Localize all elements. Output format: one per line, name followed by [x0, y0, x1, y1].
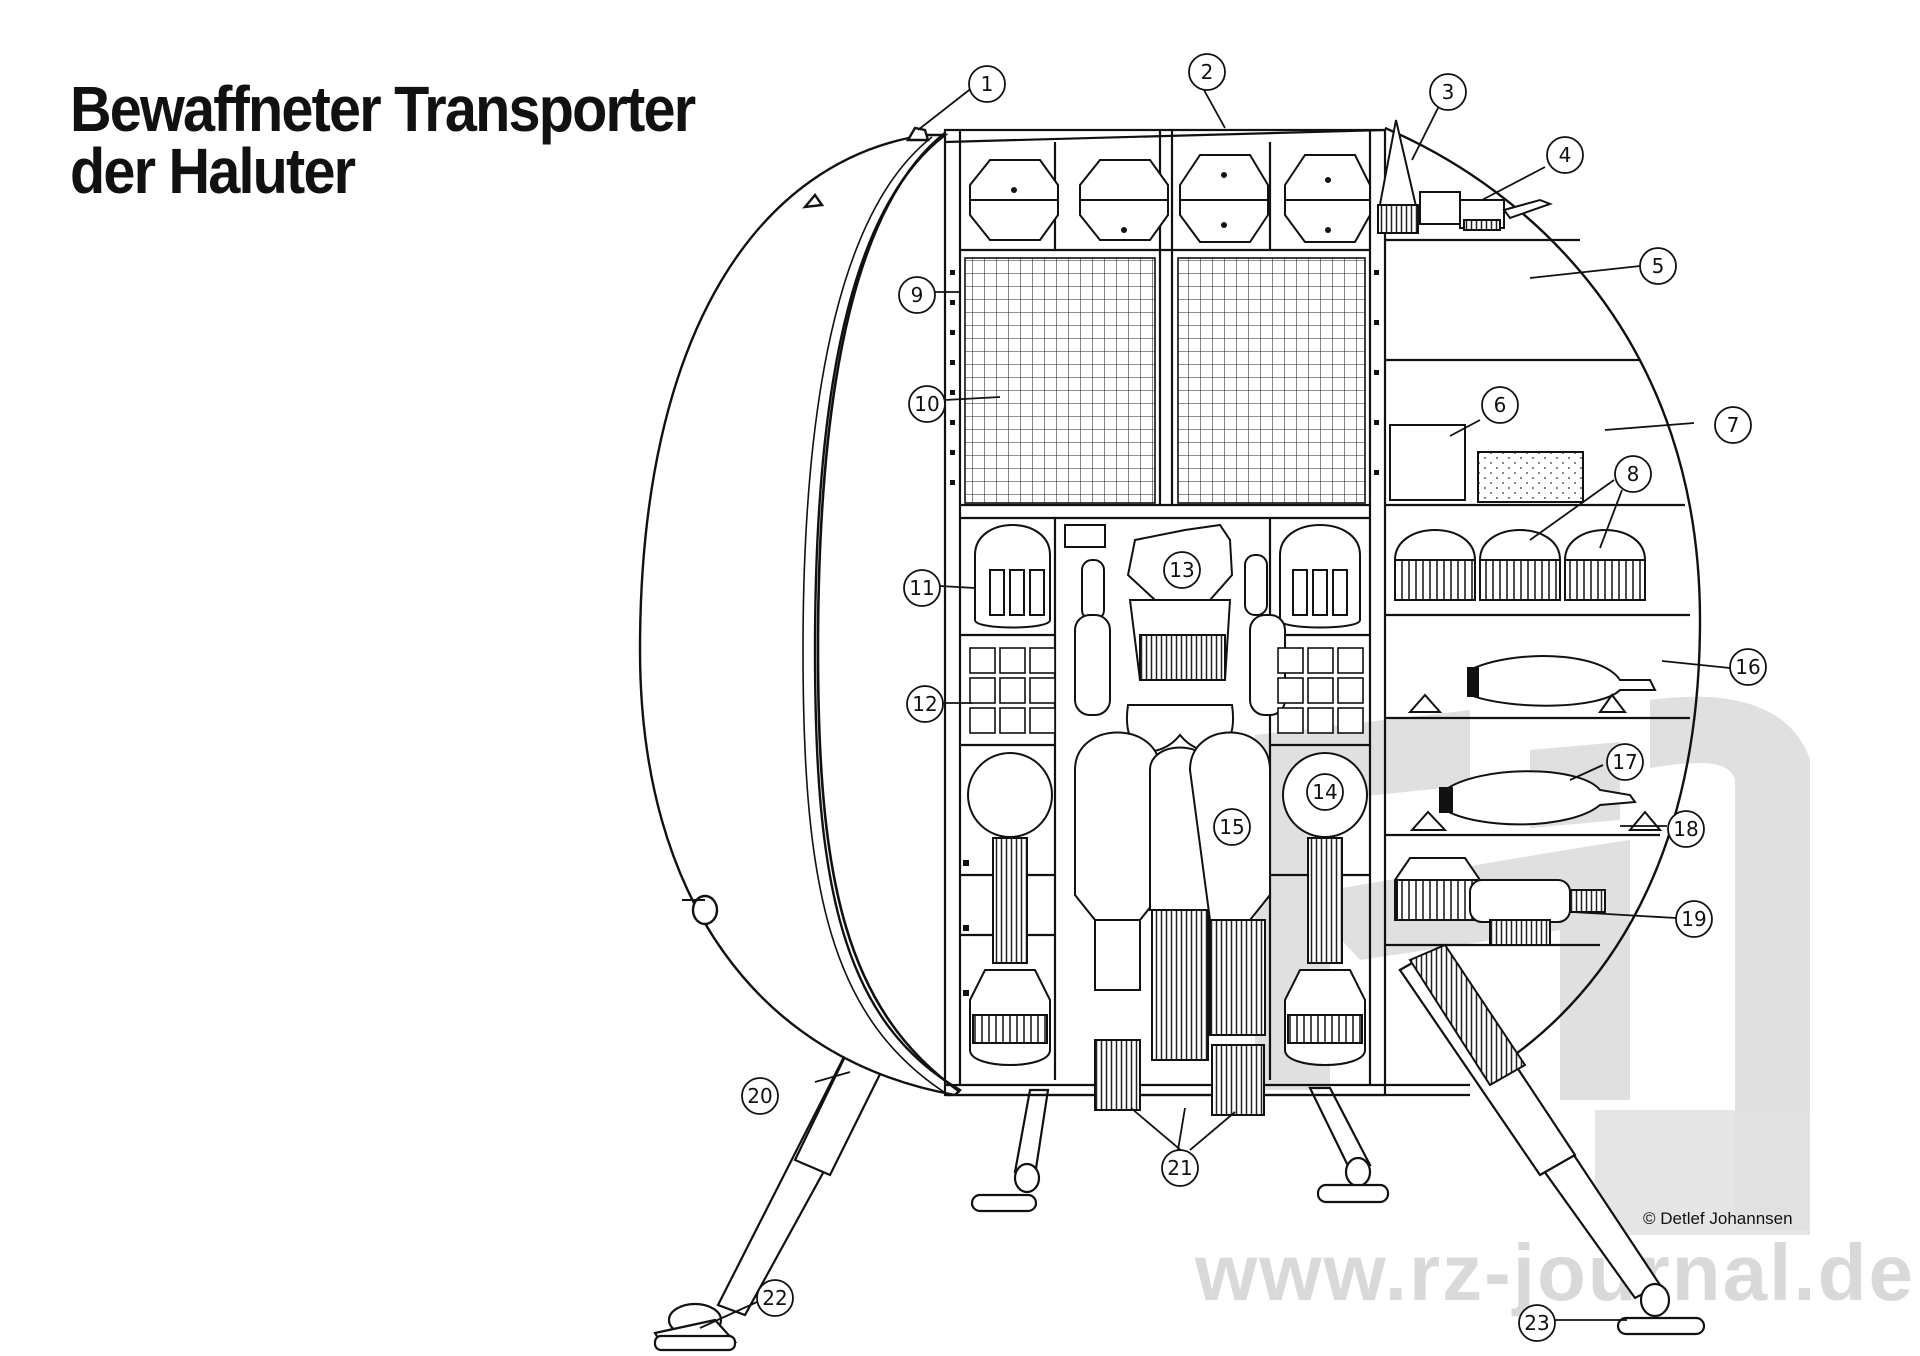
callout-14: 14: [1312, 780, 1337, 804]
callout-2: 2: [1201, 60, 1214, 84]
deck-gun: [1419, 191, 1553, 231]
callout-10: 10: [914, 392, 939, 416]
cargo-crates: [1389, 424, 1584, 503]
storage-rack-left: [964, 257, 1156, 504]
callout-6: 6: [1494, 393, 1507, 417]
fuel-tank-15: [1074, 731, 1271, 1116]
storage-rack-right: [1177, 257, 1366, 504]
diagram-title: Bewaffneter Transporter der Haluter: [70, 73, 696, 207]
pod-hatches: [1011, 172, 1331, 233]
callout-13: 13: [1169, 558, 1194, 582]
callout-18: 18: [1673, 817, 1698, 841]
sensor-cone: [1376, 119, 1420, 234]
ammo-boxes: [969, 647, 1364, 734]
callout-8: 8: [1627, 462, 1640, 486]
reactor-units: [1393, 529, 1647, 601]
hover-vehicles: [1407, 655, 1663, 831]
callout-21: 21: [1167, 1156, 1192, 1180]
callout-1: 1: [981, 72, 994, 96]
callout-22: 22: [762, 1286, 787, 1310]
callout-9: 9: [911, 283, 924, 307]
drive-unit: [1394, 857, 1606, 1087]
fuel-tank-14: [967, 752, 1368, 1066]
callout-12: 12: [912, 692, 937, 716]
callout-15: 15: [1219, 815, 1244, 839]
crew-pods: [969, 154, 1371, 243]
title-line-2: der Haluter: [70, 135, 356, 207]
title-line-1: Bewaffneter Transporter: [70, 73, 696, 145]
callout-19: 19: [1681, 907, 1706, 931]
callout-numbers: 1 2 3 4 5 6 7 8 9 10 11 12 13 14 15 16 1…: [747, 60, 1760, 1335]
callout-3: 3: [1442, 80, 1455, 104]
callout-11: 11: [909, 576, 934, 600]
callout-16: 16: [1735, 655, 1760, 679]
central-robot: [1125, 523, 1235, 753]
callout-7: 7: [1727, 413, 1740, 437]
callout-17: 17: [1612, 750, 1637, 774]
storage-cylinders-11: [974, 524, 1361, 716]
interior-frame: [943, 128, 1690, 1097]
callout-4: 4: [1559, 143, 1572, 167]
copyright-credit: © Detlef Johannsen: [1643, 1209, 1793, 1228]
callouts: [699, 53, 1767, 1342]
callout-23: 23: [1524, 1311, 1549, 1335]
callout-5: 5: [1652, 254, 1665, 278]
callout-20: 20: [747, 1084, 772, 1108]
watermark-url: www.rz-journal.de: [1194, 1228, 1915, 1317]
frame-rivets: [950, 270, 1379, 996]
